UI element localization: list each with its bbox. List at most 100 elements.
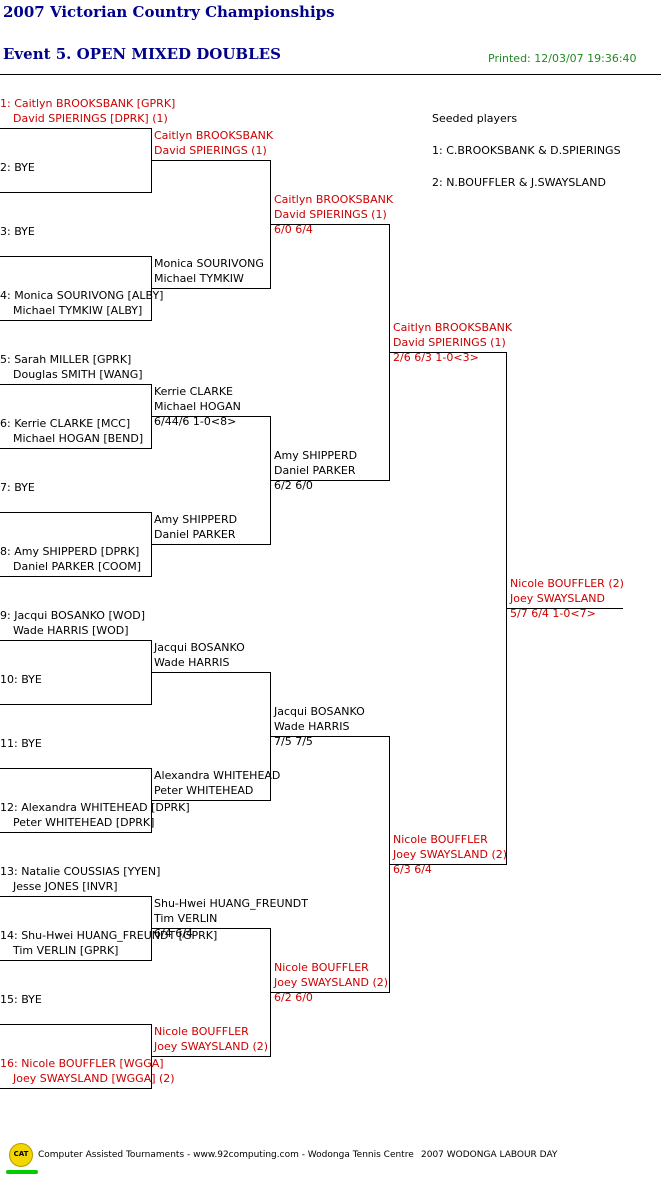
bracket-line xyxy=(0,832,152,833)
champion-line2: Joey SWAYSLAND xyxy=(510,592,605,605)
bracket-line xyxy=(0,192,152,193)
entry-line2: Joey SWAYSLAND [WGGA] (2) xyxy=(13,1072,175,1085)
entry-line2: Joey SWAYSLAND (2) xyxy=(154,1040,269,1053)
entry-line2: Joey SWAYSLAND (2) xyxy=(274,976,389,989)
entry-line2: Jesse JONES [INVR] xyxy=(13,880,118,893)
entry-line1: 11: BYE xyxy=(0,737,42,750)
entry-line1: Nicole BOUFFLER xyxy=(393,833,488,846)
printed-timestamp: Printed: 12/03/07 19:36:40 xyxy=(488,52,637,65)
logo-underline xyxy=(6,1170,38,1174)
bracket-line xyxy=(151,128,152,192)
match-score: 6/3 6/4 xyxy=(393,863,432,876)
seeded-item: 1: C.BROOKSBANK & D.SPIERINGS xyxy=(432,144,621,157)
entry-line1: 8: Amy SHIPPERD [DPRK] xyxy=(0,545,140,558)
bracket-line xyxy=(0,960,152,961)
entry-line1: Jacqui BOSANKO xyxy=(274,705,365,718)
entry-line1: 16: Nicole BOUFFLER [WGGA] xyxy=(0,1057,164,1070)
entry-line1: 10: BYE xyxy=(0,673,42,686)
entry-line2: Michael HOGAN [BEND] xyxy=(13,432,144,445)
bracket-line xyxy=(152,160,271,161)
entry-line1: 15: BYE xyxy=(0,993,42,1006)
entry-line2: Daniel PARKER xyxy=(154,528,236,541)
bracket-line xyxy=(270,928,271,1056)
entry-line2: Michael TYMKIW xyxy=(154,272,244,285)
bracket-line xyxy=(0,640,152,641)
entry-line1: 3: BYE xyxy=(0,225,35,238)
bracket-line xyxy=(0,320,152,321)
entry-line1: Amy SHIPPERD xyxy=(154,513,238,526)
bracket-line xyxy=(151,256,152,320)
bracket-line xyxy=(0,128,152,129)
bracket-line xyxy=(0,704,152,705)
entry-line2: Tim VERLIN xyxy=(154,912,218,925)
cat-logo: CAT xyxy=(9,1143,33,1167)
entry-line1: 5: Sarah MILLER [GPRK] xyxy=(0,353,132,366)
entry-line2: Michael HOGAN xyxy=(154,400,241,413)
seeded-heading: Seeded players xyxy=(432,112,518,125)
entry-line1: Shu-Hwei HUANG_FREUNDT xyxy=(154,897,308,910)
bracket-line xyxy=(0,448,152,449)
entry-line2: Wade HARRIS [WOD] xyxy=(13,624,129,637)
bracket-line xyxy=(152,288,271,289)
bracket-line xyxy=(151,512,152,576)
bracket-line xyxy=(0,768,152,769)
entry-line2: Michael TYMKIW [ALBY] xyxy=(13,304,143,317)
entry-line2: Peter WHITEHEAD xyxy=(154,784,254,797)
bracket-line xyxy=(271,736,390,737)
bracket-line xyxy=(0,1024,152,1025)
entry-line1: 14: Shu-Hwei HUANG_FREUNDT [GPRK] xyxy=(0,929,218,942)
entry-line2: Daniel PARKER xyxy=(274,464,356,477)
bracket-line xyxy=(0,1088,152,1089)
entry-line1: 12: Alexandra WHITEHEAD [DPRK] xyxy=(0,801,190,814)
bracket-line xyxy=(152,544,271,545)
entry-line1: Nicole BOUFFLER xyxy=(154,1025,249,1038)
bracket-line xyxy=(0,384,152,385)
bracket-line xyxy=(390,352,507,353)
bracket-line xyxy=(151,384,152,448)
bracket-line xyxy=(152,672,271,673)
entry-line2: David SPIERINGS [DPRK] (1) xyxy=(13,112,168,125)
bracket-line xyxy=(151,896,152,960)
cat-logo-text: CAT xyxy=(13,1150,29,1158)
match-score: 6/2 6/0 xyxy=(274,991,313,1004)
entry-line1: 7: BYE xyxy=(0,481,35,494)
bracket-line xyxy=(271,992,390,993)
bracket-line xyxy=(0,256,152,257)
match-score: 6/2 6/0 xyxy=(274,479,313,492)
bracket-line xyxy=(506,352,507,864)
seeded-item: 2: N.BOUFFLER & J.SWAYSLAND xyxy=(432,176,606,189)
event-title: Event 5. OPEN MIXED DOUBLES xyxy=(3,45,281,63)
footer-credit: Computer Assisted Tournaments - www.92co… xyxy=(38,1150,414,1160)
bracket-line xyxy=(389,736,390,992)
bracket-line xyxy=(271,480,390,481)
entry-line1: 4: Monica SOURIVONG [ALBY] xyxy=(0,289,164,302)
entry-line1: Amy SHIPPERD xyxy=(274,449,358,462)
match-score: 2/6 6/3 1-0<3> xyxy=(393,351,479,364)
bracket-line xyxy=(151,768,152,832)
footer-event: 2007 WODONGA LABOUR DAY xyxy=(421,1150,558,1160)
entry-line2: Wade HARRIS xyxy=(154,656,230,669)
entry-line2: David SPIERINGS (1) xyxy=(393,336,506,349)
entry-line1: Jacqui BOSANKO xyxy=(154,641,245,654)
bracket-line xyxy=(270,160,271,288)
bracket-line xyxy=(152,1056,271,1057)
entry-line1: Caitlyn BROOKSBANK xyxy=(274,193,394,206)
bracket-line xyxy=(0,576,152,577)
entry-line1: 9: Jacqui BOSANKO [WOD] xyxy=(0,609,146,622)
entry-line1: Kerrie CLARKE xyxy=(154,385,233,398)
entry-line1: Caitlyn BROOKSBANK xyxy=(154,129,274,142)
bracket-line xyxy=(151,640,152,704)
entry-line2: David SPIERINGS (1) xyxy=(274,208,387,221)
tournament-title: 2007 Victorian Country Championships xyxy=(3,3,335,21)
match-score: 6/44/6 1-0<8> xyxy=(154,415,237,428)
entry-line2: David SPIERINGS (1) xyxy=(154,144,267,157)
bracket-line xyxy=(390,864,507,865)
bracket-line xyxy=(271,224,390,225)
entry-line1: Nicole BOUFFLER xyxy=(274,961,369,974)
entry-line2: Joey SWAYSLAND (2) xyxy=(393,848,508,861)
match-score: 6/0 6/4 xyxy=(274,223,313,236)
bracket-line xyxy=(152,800,271,801)
entry-line1: Alexandra WHITEHEAD xyxy=(154,769,281,782)
entry-line1: Caitlyn BROOKSBANK xyxy=(393,321,513,334)
entry-line1: 1: Caitlyn BROOKSBANK [GPRK] xyxy=(0,97,176,110)
